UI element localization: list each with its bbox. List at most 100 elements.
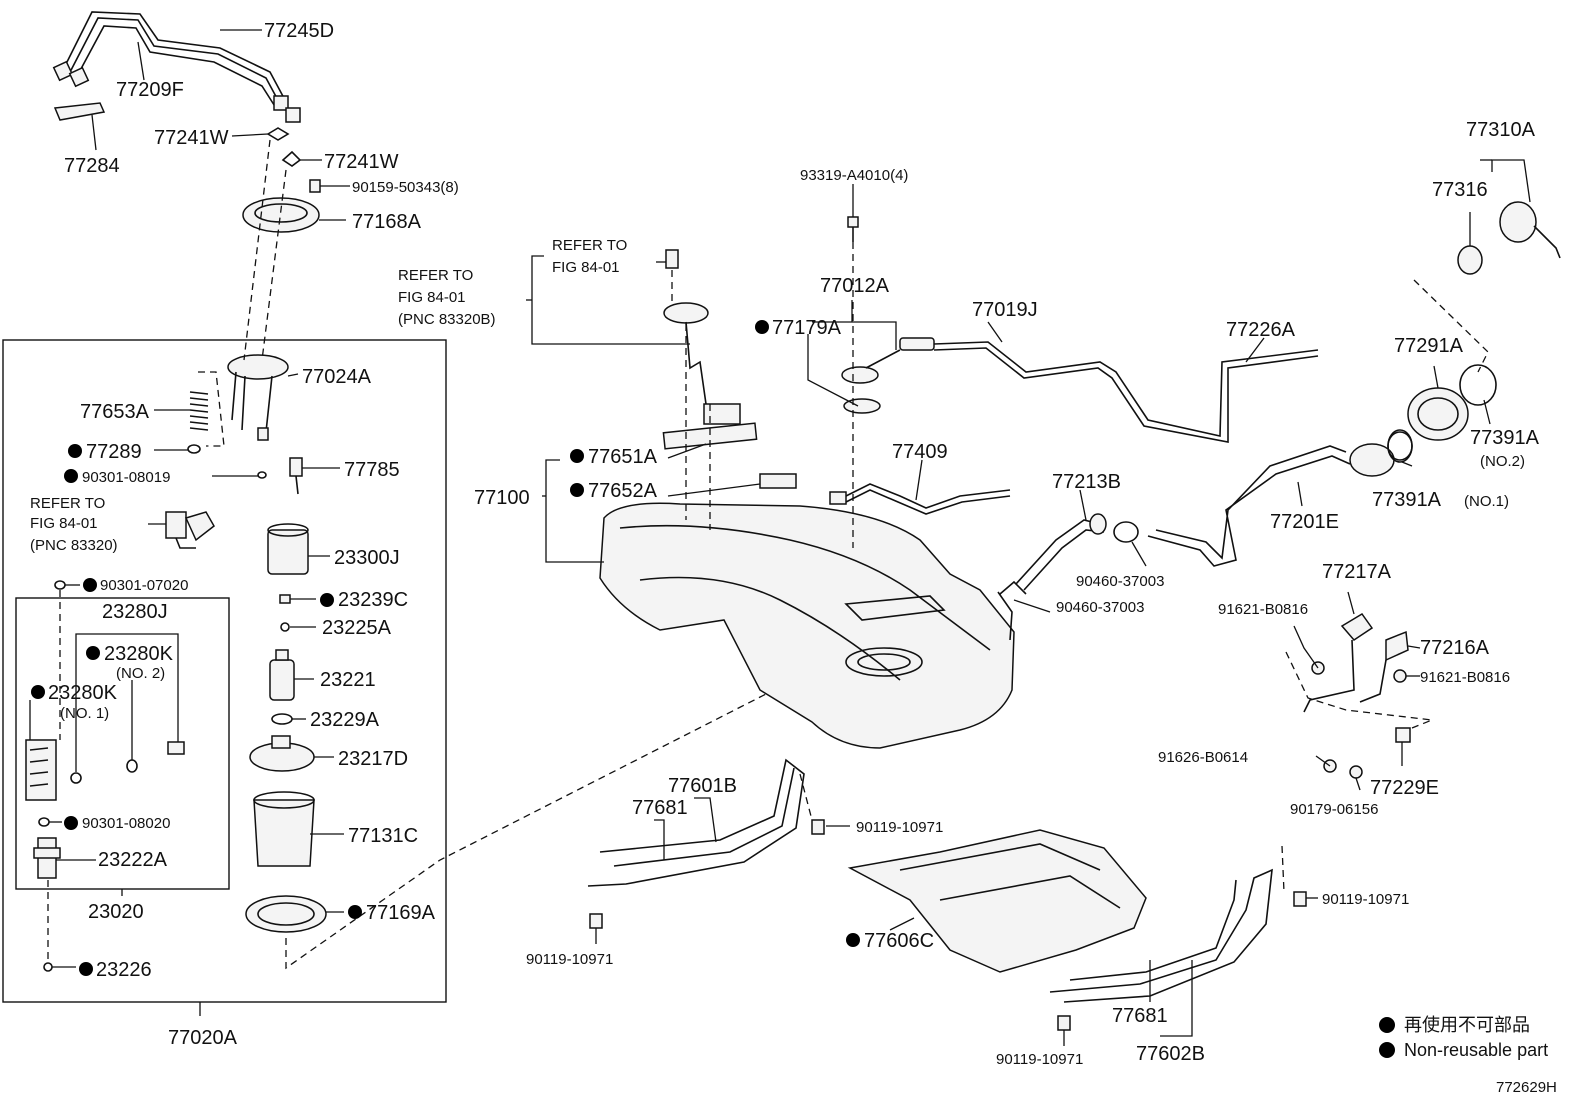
label-77217A: 77217A bbox=[1322, 561, 1392, 583]
leaders-left bbox=[29, 29, 881, 1016]
label-23221: 23221 bbox=[320, 669, 376, 691]
nonreusable-dot bbox=[31, 685, 45, 699]
label-23280J: 23280J bbox=[102, 601, 168, 623]
label-refer-left-1: REFER TO bbox=[30, 495, 105, 512]
nonreusable-dot bbox=[79, 962, 93, 976]
label-77245D: 77245D bbox=[264, 20, 334, 42]
pump-bracket-77024A bbox=[227, 354, 289, 441]
label-77241W-a: 77241W bbox=[154, 127, 229, 149]
legend-dot-jp bbox=[1379, 1017, 1395, 1033]
label-23222A: 23222A bbox=[98, 849, 168, 871]
label-23217D: 23217D bbox=[338, 748, 408, 770]
label-77391A-no1: 77391A bbox=[1372, 489, 1442, 511]
bracket-77217A-77216A bbox=[1303, 613, 1411, 779]
oring-90301-07020 bbox=[54, 580, 66, 590]
pump-23221 bbox=[269, 649, 295, 701]
label-77681-a: 77681 bbox=[632, 797, 688, 819]
label-91621-a: 91621-B0816 bbox=[1218, 601, 1308, 618]
figure-code: 772629H bbox=[1496, 1079, 1557, 1096]
gasket-77316 bbox=[1457, 245, 1483, 275]
bolts-90119 bbox=[589, 819, 1307, 1031]
label-77606C: 77606C bbox=[864, 930, 934, 952]
label-77284: 77284 bbox=[64, 155, 120, 177]
label-23300J: 23300J bbox=[334, 547, 400, 569]
legend-dot-en bbox=[1379, 1042, 1395, 1058]
nonreusable-dot bbox=[570, 449, 584, 463]
label-77226A: 77226A bbox=[1226, 319, 1296, 341]
cover-23217D bbox=[249, 735, 315, 772]
ring-23239C bbox=[279, 594, 291, 604]
nonreusable-dot bbox=[83, 578, 97, 592]
fuel-line-77245D bbox=[52, 11, 301, 123]
ring-23226 bbox=[43, 962, 53, 972]
regulator-23222A bbox=[33, 837, 61, 879]
sender-77785 bbox=[289, 457, 303, 495]
label-77012A: 77012A bbox=[820, 275, 890, 297]
cap-77310A bbox=[1499, 201, 1561, 259]
ring-77168A bbox=[242, 197, 320, 233]
nonreusable-dot bbox=[68, 444, 82, 458]
legend-text-en: Non-reusable part bbox=[1404, 1040, 1548, 1060]
label-77019J: 77019J bbox=[972, 299, 1038, 321]
label-91626: 91626-B0614 bbox=[1158, 749, 1248, 766]
label-77310A: 77310A bbox=[1466, 119, 1536, 141]
label-90119-d: 90119-10971 bbox=[996, 1051, 1083, 1068]
nonreusable-dot bbox=[755, 320, 769, 334]
clamp-90460-b bbox=[999, 580, 1027, 595]
label-77209F: 77209F bbox=[116, 79, 184, 101]
label-77785: 77785 bbox=[344, 459, 400, 481]
label-refer-mid-2: FIG 84-01 bbox=[398, 289, 466, 306]
protector-77606C bbox=[847, 829, 1147, 973]
label-77601B: 77601B bbox=[668, 775, 737, 797]
label-23239C: 23239C bbox=[338, 589, 408, 611]
label-77391A-no2-sub: (NO.2) bbox=[1480, 453, 1525, 470]
valve-77012A bbox=[841, 349, 901, 414]
housing-77291A bbox=[1407, 387, 1469, 441]
label-23225A: 23225A bbox=[322, 617, 392, 639]
hose-77409 bbox=[829, 483, 1011, 515]
band-77601B bbox=[587, 758, 805, 887]
ring-23225A bbox=[280, 622, 290, 632]
label-90301-08019: 90301-08019 bbox=[82, 469, 170, 486]
cup-77131C bbox=[253, 791, 315, 867]
label-91621-b: 91621-B0816 bbox=[1420, 669, 1510, 686]
label-77169A: 77169A bbox=[366, 902, 436, 924]
label-refer-left-2: FIG 84-01 bbox=[30, 515, 98, 532]
label-90159: 90159-50343(8) bbox=[352, 179, 459, 196]
nonreusable-dot bbox=[320, 593, 334, 607]
label-77020A: 77020A bbox=[168, 1027, 238, 1049]
nonreusable-dot bbox=[64, 469, 78, 483]
bolt-93319 bbox=[847, 216, 859, 242]
nonreusable-dot bbox=[64, 816, 78, 830]
label-77651A: 77651A bbox=[588, 446, 658, 468]
label-23280K-no2: 23280K bbox=[104, 643, 174, 665]
label-90119-a: 90119-10971 bbox=[856, 819, 943, 836]
fuel-tank-77100 bbox=[599, 502, 1015, 749]
label-23020: 23020 bbox=[88, 901, 144, 923]
label-93319: 93319-A4010(4) bbox=[800, 167, 908, 184]
label-77291A: 77291A bbox=[1394, 335, 1464, 357]
ring-23229A bbox=[271, 713, 293, 725]
label-77409: 77409 bbox=[892, 441, 948, 463]
label-refer-left-3: (PNC 83320) bbox=[30, 537, 118, 554]
nonreusable-dot bbox=[86, 646, 100, 660]
label-refer-mid-3: (PNC 83320B) bbox=[398, 311, 496, 328]
label-23280K-no2-sub: (NO. 2) bbox=[116, 665, 165, 682]
oring-77289 bbox=[187, 444, 201, 454]
label-77024A: 77024A bbox=[302, 366, 372, 388]
label-77216A: 77216A bbox=[1420, 637, 1490, 659]
fuel-pump-top bbox=[662, 249, 797, 489]
legend-text-jp: 再使用不可部品 bbox=[1404, 1015, 1530, 1035]
label-77316: 77316 bbox=[1432, 179, 1488, 201]
connector-ref-left bbox=[165, 511, 215, 549]
label-77229E: 77229E bbox=[1370, 777, 1439, 799]
label-77213B: 77213B bbox=[1052, 471, 1121, 493]
label-23280K-no1-sub: (NO. 1) bbox=[60, 705, 109, 722]
clamp-77284 bbox=[53, 102, 106, 121]
label-77168A: 77168A bbox=[352, 211, 422, 233]
label-77652A: 77652A bbox=[588, 480, 658, 502]
label-90460-b: 90460-37003 bbox=[1056, 599, 1144, 616]
nonreusable-dot bbox=[570, 483, 584, 497]
